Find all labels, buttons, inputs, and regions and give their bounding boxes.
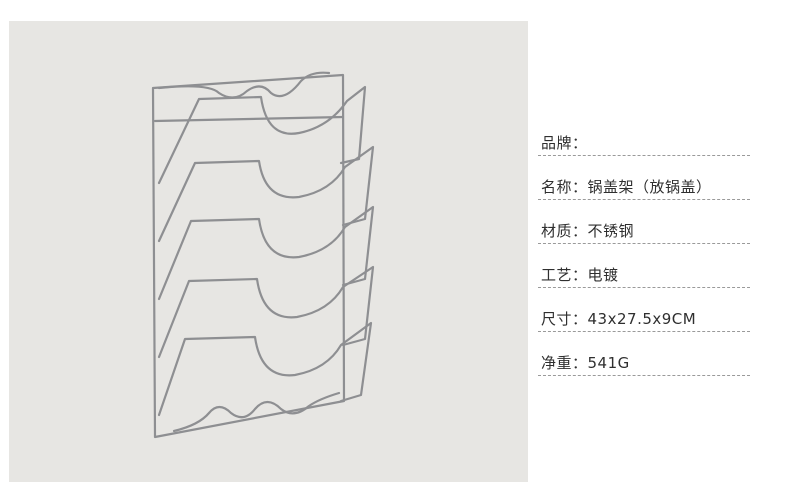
pot-lid-rack-image <box>151 71 375 439</box>
spec-row-size: 尺寸：43x27.5x9CM <box>538 288 750 332</box>
spec-label: 工艺： <box>541 266 588 284</box>
spec-value: 541G <box>587 354 630 372</box>
spec-label: 尺寸： <box>541 310 588 328</box>
spec-value: 43x27.5x9CM <box>587 310 697 328</box>
spec-row-weight: 净重：541G <box>538 332 750 376</box>
spec-row-name: 名称：锅盖架（放锅盖） <box>538 156 750 200</box>
product-photo <box>9 21 528 482</box>
spec-row-material: 材质：不锈钢 <box>538 200 750 244</box>
spec-label: 名称： <box>541 178 588 196</box>
spec-label: 材质： <box>541 222 588 240</box>
spec-value: 锅盖架（放锅盖） <box>587 178 712 196</box>
spec-value: 不锈钢 <box>587 222 635 240</box>
spec-label: 品牌： <box>541 134 588 152</box>
spec-list: 品牌： 名称：锅盖架（放锅盖） 材质：不锈钢 工艺：电镀 尺寸：43x27.5x… <box>538 112 750 376</box>
spec-row-process: 工艺：电镀 <box>538 244 750 288</box>
spec-row-brand: 品牌： <box>538 112 750 156</box>
spec-label: 净重： <box>541 354 588 372</box>
spec-value: 电镀 <box>587 266 619 284</box>
